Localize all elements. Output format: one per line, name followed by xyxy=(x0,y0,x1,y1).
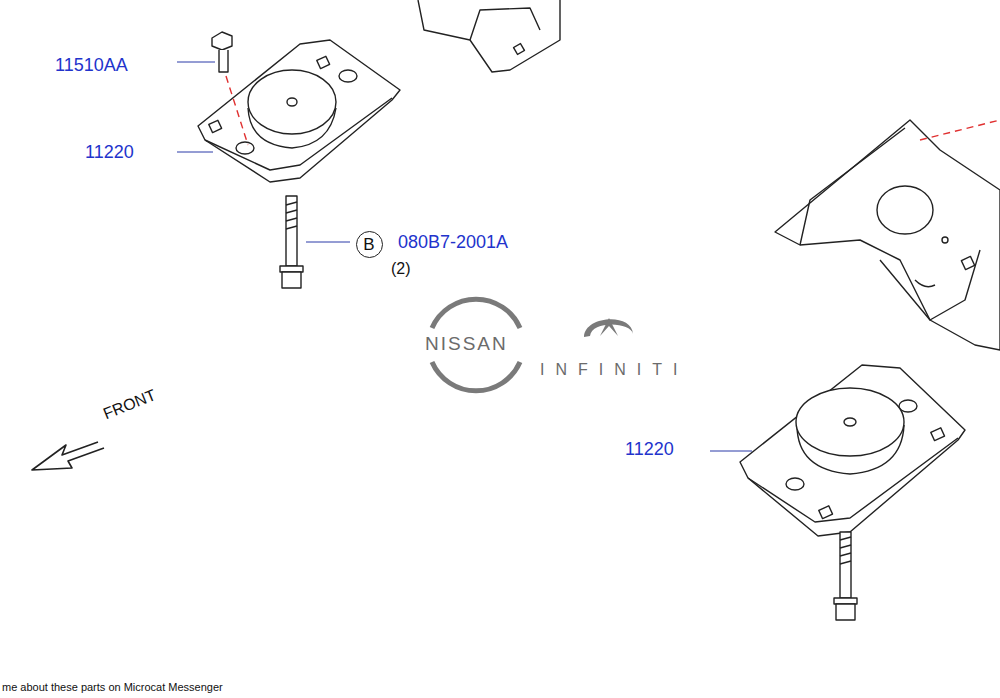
illustration-stroke xyxy=(198,40,400,182)
illustration-stroke xyxy=(920,120,1000,140)
illustration-stroke xyxy=(740,365,965,536)
illustration-stroke xyxy=(306,242,350,243)
illustration-stroke xyxy=(710,451,752,452)
brand-watermark: NISSAN xyxy=(425,334,508,355)
illustration-stroke xyxy=(880,250,980,320)
quantity: (2) xyxy=(391,260,411,278)
illustration-stroke xyxy=(236,142,254,154)
part-number: 11220 xyxy=(625,440,674,460)
illustration-stroke xyxy=(286,196,297,266)
brand-watermark: INFINITI xyxy=(540,361,688,379)
illustration-stroke xyxy=(198,0,1000,620)
illustration-stroke xyxy=(177,62,752,451)
illustration-stroke xyxy=(286,202,297,229)
illustration-stroke xyxy=(418,0,560,72)
illustration-stroke xyxy=(942,237,948,243)
illustration-stroke xyxy=(931,428,945,441)
part-number: 11510AA xyxy=(55,56,128,76)
illustration-stroke xyxy=(775,120,1000,350)
illustration-stroke xyxy=(470,8,540,40)
illustration-stroke xyxy=(844,418,856,426)
illustration-stroke xyxy=(32,442,104,470)
callout-letter: B xyxy=(363,236,374,253)
illustration-stroke xyxy=(177,152,213,153)
illustration-stroke xyxy=(248,70,336,134)
illustration-stroke xyxy=(432,362,520,391)
illustration-stroke xyxy=(840,532,851,598)
illustration-stroke xyxy=(287,98,297,106)
part-number: 080B7-2001A xyxy=(398,233,508,253)
illustration-stroke xyxy=(177,62,215,63)
illustration-stroke xyxy=(219,50,228,72)
illustration-stroke xyxy=(339,70,357,82)
illustration-stroke xyxy=(836,604,855,620)
illustration-stroke xyxy=(915,280,935,287)
illustration-stroke xyxy=(600,318,618,336)
illustration-stroke xyxy=(819,506,833,519)
illustration-stroke xyxy=(280,266,303,272)
direction-label: FRONT xyxy=(101,386,159,423)
illustration-stroke xyxy=(796,388,904,456)
illustration-stroke xyxy=(282,272,301,288)
part-number: 11220 xyxy=(85,143,134,163)
illustration-stroke xyxy=(877,186,933,234)
callout-circle: B xyxy=(356,231,383,258)
illustration-stroke xyxy=(584,318,633,337)
illustration-stroke xyxy=(212,32,232,50)
illustration-stroke xyxy=(514,44,525,55)
illustration-stroke xyxy=(899,400,917,412)
footer-note: me about these parts on Microcat Messeng… xyxy=(2,681,223,693)
illustration-stroke xyxy=(226,76,248,145)
illustration-stroke xyxy=(961,256,974,269)
illustration-stroke xyxy=(317,56,330,68)
illustration-stroke xyxy=(209,120,222,132)
illustration-stroke xyxy=(786,478,804,490)
illustration-stroke xyxy=(840,537,851,564)
illustration-stroke xyxy=(432,299,520,328)
illustration-stroke xyxy=(834,598,857,604)
